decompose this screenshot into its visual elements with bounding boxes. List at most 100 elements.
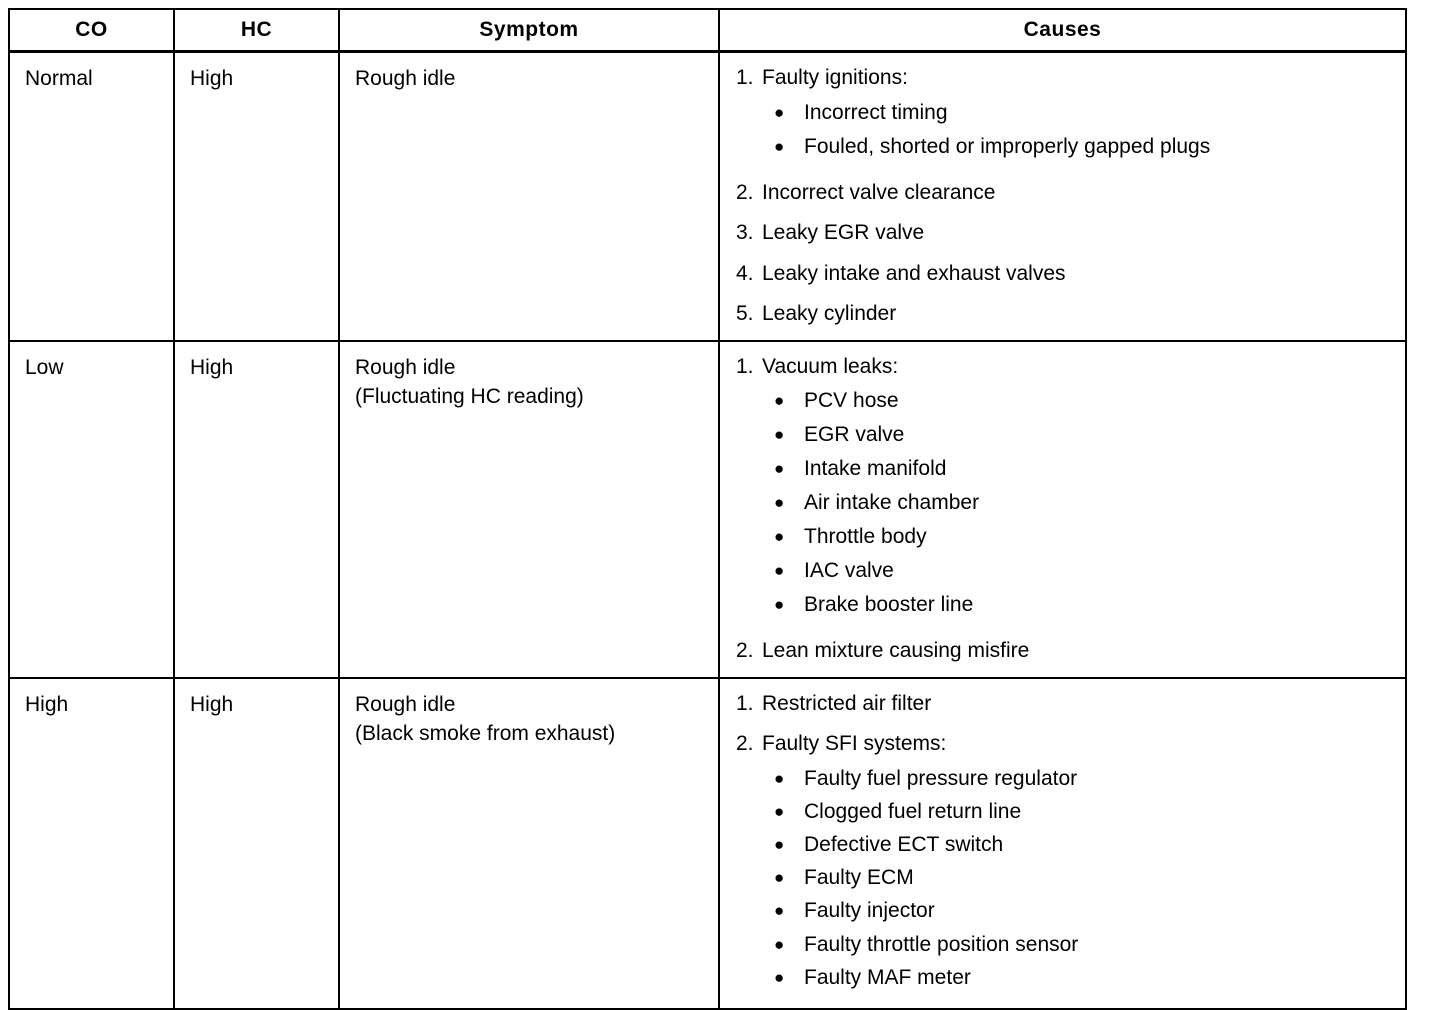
cause-text: Restricted air filter (762, 691, 932, 715)
bullet-icon: ● (774, 801, 785, 821)
cause-text: Leaky cylinder (762, 302, 897, 326)
column-header-hc: HC (173, 8, 340, 53)
cause-sub-item: ● Faulty throttle position sensor (736, 928, 1405, 961)
cause-sub-text: Intake manifold (804, 457, 947, 481)
cause-item: 1. Vacuum leaks: ● PCV hose ●EGR valve ● In… (736, 355, 1405, 623)
cause-sub-text: PCV hose (804, 389, 899, 413)
cause-sub-item: ● Faulty MAF meter (736, 961, 1405, 994)
causes-list: 1. Vacuum leaks: ● PCV hose ●EGR valve ● In… (736, 355, 1405, 663)
cell-causes: 1. Vacuum leaks: ● PCV hose ●EGR valve ● In… (718, 339, 1407, 679)
cause-sub-item: ●EGR valve (736, 418, 1405, 452)
table-row: Normal High Rough idle 1.Fau (8, 50, 1407, 342)
bullet-icon: ● (774, 391, 785, 411)
bullet-icon: ● (774, 136, 785, 156)
co-value: High (25, 692, 69, 716)
cause-item: 2.Faulty SFI systems: ●Faulty fuel press… (736, 732, 1405, 994)
cause-item: 2.Incorrect valve clearance (736, 181, 1405, 205)
column-header-co: CO (8, 8, 175, 53)
column-header-causes: Causes (718, 8, 1407, 53)
cause-sub-item: ●Faulty injector (736, 894, 1405, 927)
symptom-line: Rough idle (355, 692, 456, 716)
cause-sub-list: ● PCV hose ●EGR valve ● Intake manifold ●A… (736, 384, 1405, 622)
cause-sub-text: Faulty throttle position sensor (804, 932, 1079, 956)
cause-text: Faulty ignitions: (762, 66, 908, 89)
cell-hc: High (173, 50, 340, 342)
cause-number: 1. (736, 354, 754, 378)
cause-sub-item: ●Faulty ECM (736, 861, 1405, 894)
causes-list: 1. Faulty ignitions: ● Incorrect timing ● F… (736, 66, 1405, 326)
cause-sub-text: Brake booster line (804, 593, 974, 617)
co-value: Low (25, 355, 64, 379)
bullet-icon: ● (774, 425, 785, 445)
cause-sub-text: Defective ECT switch (804, 833, 1004, 857)
cause-text: Faulty SFI systems: (762, 732, 947, 756)
cell-causes: 1. Faulty ignitions: ● Incorrect timing ● F… (718, 50, 1407, 342)
co-value: Normal (25, 67, 93, 90)
bullet-icon: ● (774, 561, 785, 581)
cause-item: 4. Leaky intake and exhaust valves (736, 262, 1405, 286)
symptom-line: Rough idle (355, 355, 456, 379)
cause-number: 1. (736, 66, 754, 89)
cause-text: Incorrect valve clearance (762, 180, 996, 204)
table-row: High High Rough idle (Black smoke from e… (8, 676, 1407, 1010)
cause-sub-text: Faulty fuel pressure regulator (804, 766, 1078, 790)
cause-item: 1. Restricted air filter (736, 692, 1405, 716)
bullet-icon: ● (774, 459, 785, 479)
cause-sub-list: ●Faulty fuel pressure regulator ●Clogged… (736, 762, 1405, 994)
cause-sub-item: ● PCV hose (736, 384, 1405, 418)
hc-value: High (190, 67, 234, 90)
cause-item: 3.Leaky EGR valve (736, 221, 1405, 245)
cause-item: 2. Lean mixture causing misfire (736, 639, 1405, 663)
cause-sub-text: Throttle body (804, 525, 927, 549)
cause-sub-item: ●Air intake chamber (736, 486, 1405, 520)
cause-sub-item: ●Faulty fuel pressure regulator (736, 762, 1405, 795)
bullet-icon: ● (774, 493, 785, 513)
cause-sub-text: Clogged fuel return line (804, 799, 1022, 823)
cause-text: Leaky EGR valve (762, 221, 925, 245)
cell-co: Normal (8, 50, 175, 342)
bullet-icon: ● (774, 102, 785, 122)
symptom-note: (Fluctuating HC reading) (355, 384, 584, 408)
column-header-symptom: Symptom (338, 8, 720, 53)
cell-symptom: Rough idle (Fluctuating HC reading) (338, 339, 720, 679)
bullet-icon: ● (774, 835, 785, 855)
cause-sub-item: ● Fouled, shorted or improperly gapped pl… (736, 130, 1405, 164)
cause-sub-item: ● Brake booster line (736, 588, 1405, 622)
cause-text: Lean mixture causing misfire (762, 639, 1030, 663)
cause-sub-item: ● IAC valve (736, 554, 1405, 588)
cause-text: Leaky intake and exhaust valves (762, 261, 1066, 285)
cause-sub-text: Faulty injector (804, 899, 935, 923)
cause-number: 5. (736, 302, 754, 326)
cause-sub-text: Faulty MAF meter (804, 965, 971, 989)
cause-sub-text: Faulty ECM (804, 866, 914, 890)
cell-hc: High (173, 676, 340, 1010)
table-row: Low High Rough idle (Fluctuating HC read… (8, 339, 1407, 679)
cause-number: 2. (736, 639, 754, 663)
cause-item: 5. Leaky cylinder (736, 302, 1405, 326)
cause-number: 2. (736, 732, 754, 756)
cause-sub-item: ●Throttle body (736, 520, 1405, 554)
cause-sub-text: Fouled, shorted or improperly gapped plu… (804, 134, 1211, 158)
cause-sub-text: Incorrect timing (804, 100, 948, 124)
hc-value: High (190, 355, 234, 379)
cause-number: 1. (736, 691, 754, 715)
bullet-icon: ● (774, 967, 785, 987)
table-header: CO HC Symptom Causes (8, 8, 1407, 53)
cause-sub-item: ● Defective ECT switch (736, 828, 1405, 861)
cause-text: Vacuum leaks: (762, 354, 899, 378)
cause-sub-text: IAC valve (804, 559, 894, 583)
emission-diagnosis-table: CO HC Symptom Causes Normal High Rough i… (8, 8, 1407, 1010)
cell-symptom: Rough idle (Black smoke from exhaust) (338, 676, 720, 1010)
cause-sub-list: ● Incorrect timing ● Fouled, shorted or im… (736, 96, 1405, 164)
cell-co: Low (8, 339, 175, 679)
cell-co: High (8, 676, 175, 1010)
cause-sub-item: ● Clogged fuel return line (736, 795, 1405, 828)
hc-value: High (190, 692, 234, 716)
cell-symptom: Rough idle (338, 50, 720, 342)
header-row: CO HC Symptom Causes (8, 8, 1407, 53)
cause-number: 4. (736, 261, 754, 285)
cause-sub-item: ● Incorrect timing (736, 96, 1405, 130)
bullet-icon: ● (774, 595, 785, 615)
bullet-icon: ● (774, 934, 785, 954)
causes-list: 1. Restricted air filter 2. Faulty SFI sys… (736, 692, 1405, 994)
